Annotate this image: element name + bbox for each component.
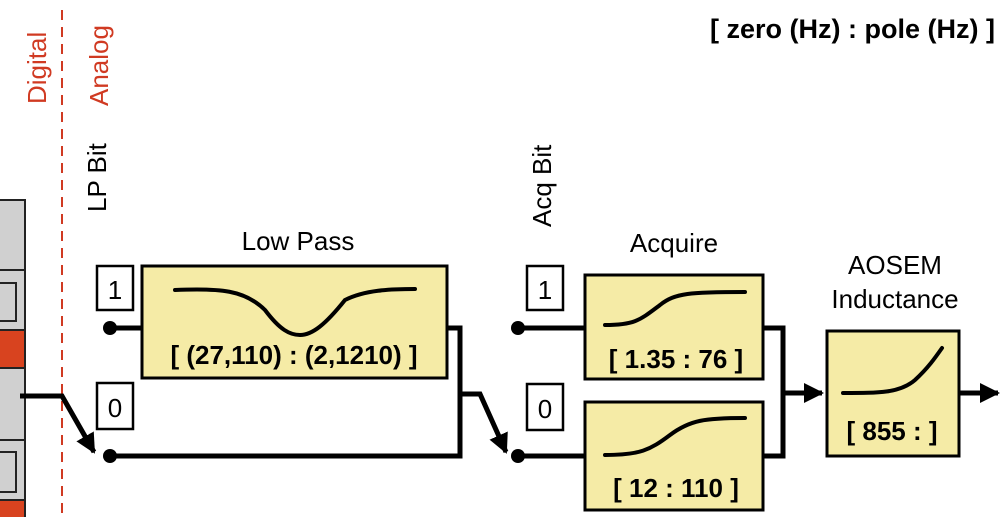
acq-bit-box-0 (525, 382, 565, 432)
lp-terminal-1 (103, 321, 117, 335)
acquire-on-block: [ 1.35 : 76 ] (583, 273, 765, 381)
panel-slot-3 (0, 367, 26, 441)
aosem-value: [ 855 : ] (846, 416, 937, 446)
lp-path-0 (110, 394, 463, 459)
aosem-title-line2: Inductance (831, 284, 958, 314)
legend-zero-pole: [ zero (Hz) : pole (Hz) ] (710, 14, 995, 44)
lp-bit-box-0 (95, 381, 135, 431)
panel-slot-1 (0, 199, 26, 271)
aosem-block: [ 855 : ] (825, 329, 961, 458)
acq-bit-1: 1 (538, 275, 552, 305)
acquire-off-value: [ 12 : 110 ] (613, 473, 739, 503)
panel-connector-1 (0, 282, 17, 322)
lp-terminal-0 (103, 449, 117, 463)
low-pass-box (140, 264, 449, 380)
lp-bit-label: LP Bit (82, 142, 112, 212)
panel-connector-2 (0, 451, 17, 493)
input-wire (20, 393, 97, 454)
acquire-on-value: [ 1.35 : 76 ] (609, 344, 743, 374)
lp-output-wire (447, 325, 509, 454)
low-pass-response-curve (173, 287, 417, 338)
acquire-off-block: [ 12 : 110 ] (583, 400, 765, 512)
lp-bit-0: 0 (108, 393, 122, 423)
acq-bit-label: Acq Bit (527, 144, 557, 227)
acquire-title: Acquire (630, 228, 718, 258)
acquire-on-response-curve (603, 290, 747, 327)
low-pass-block: [ (27,110) : (2,1210) ] (140, 264, 449, 380)
acq-merge-wire (763, 325, 786, 459)
lp-bit-1: 1 (108, 275, 122, 305)
panel-red-slot-1 (0, 329, 26, 369)
digital-label: Digital (22, 32, 52, 104)
signal-wires (20, 325, 1000, 459)
low-pass-title: Low Pass (242, 226, 355, 256)
acquire-off-response-curve (603, 416, 747, 457)
aosem-title-line1: AOSEM (848, 250, 942, 280)
acq-terminal-0 (511, 449, 525, 463)
low-pass-value: [ (27,110) : (2,1210) ] (170, 340, 417, 370)
analog-label: Analog (84, 25, 114, 106)
acq-bit-box-1 (525, 264, 565, 312)
acq-terminal-1 (511, 321, 525, 335)
aosem-response-curve (841, 346, 944, 395)
lp-bit-box-1 (95, 264, 135, 312)
acq-bit-0: 0 (538, 394, 552, 424)
panel-red-slot-2 (0, 499, 26, 522)
hardware-panel (0, 199, 26, 522)
